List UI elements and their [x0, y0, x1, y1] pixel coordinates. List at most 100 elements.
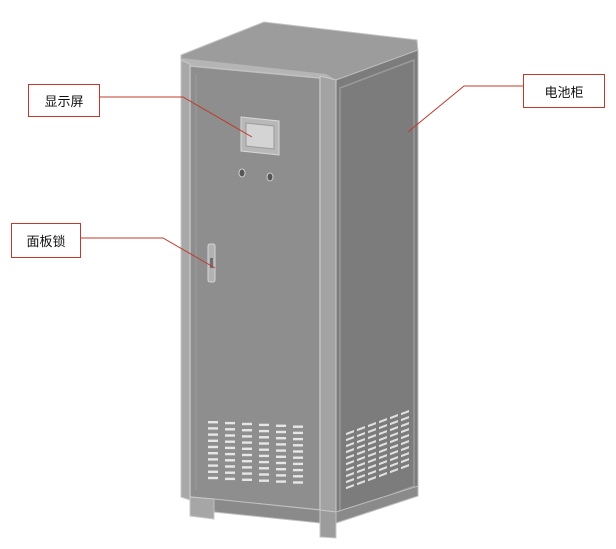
- side-vent-slot: [390, 438, 398, 444]
- front-vent-slot: [293, 437, 303, 441]
- front-vent-slot: [225, 428, 235, 431]
- side-vent-slot: [357, 432, 365, 438]
- cabinet-top-front-edge: [181, 58, 336, 80]
- display-screen-glass: [245, 122, 275, 150]
- side-vent-slot: [368, 434, 376, 440]
- panel-lock-slot: [210, 258, 213, 268]
- side-vent-slot: [357, 444, 365, 450]
- side-vent-slot: [357, 438, 365, 444]
- side-vent-slot: [390, 462, 398, 468]
- leader-line-cabinet: [407, 85, 523, 133]
- front-vent-slot: [259, 454, 269, 458]
- cabinet-base-right-foot: [319, 509, 337, 539]
- side-vent-slot: [368, 452, 376, 458]
- front-vent-slot: [293, 468, 303, 472]
- cabinet-base-side: [335, 485, 419, 524]
- side-vent-slot: [357, 480, 365, 486]
- side-vent-slot: [401, 422, 409, 428]
- side-vent-slot: [379, 460, 387, 466]
- side-vent-slot: [346, 454, 354, 460]
- front-vent-slot: [225, 459, 235, 462]
- front-vent-slot: [276, 424, 286, 427]
- callout-display-screen-text: 显示屏: [44, 95, 84, 110]
- front-vent-slot: [208, 433, 218, 436]
- front-vent-slot: [225, 452, 235, 456]
- indicator-left: [238, 168, 246, 178]
- front-vent-slot: [242, 466, 252, 469]
- front-vent-slot: [242, 472, 252, 475]
- front-vent-slot: [242, 453, 252, 457]
- front-vent-slot: [225, 471, 235, 474]
- front-vent-slot: [293, 431, 303, 435]
- side-vent-slot: [379, 418, 387, 424]
- cabinet-corner-post: [319, 75, 337, 538]
- front-vent-slot: [208, 476, 218, 480]
- front-vent-slot: [293, 456, 303, 459]
- side-vent-slot: [368, 476, 376, 482]
- side-vent-slot: [357, 468, 365, 474]
- front-vent-slot: [293, 450, 303, 453]
- side-vent-slot: [401, 446, 409, 452]
- leader-line-display: [100, 96, 253, 138]
- side-vent-slot: [357, 474, 365, 480]
- callout-battery-cabinet: 电池柜: [523, 74, 605, 108]
- front-vent-slot: [293, 481, 303, 484]
- front-vent-slot: [276, 449, 286, 452]
- front-vent-slot: [259, 467, 269, 470]
- side-vent-slot: [346, 478, 354, 484]
- front-vent-grille: [208, 421, 303, 484]
- front-vent-slot: [276, 437, 286, 440]
- side-vent-slot: [357, 456, 365, 462]
- side-vent-slot: [368, 428, 376, 434]
- side-vent-slot: [379, 424, 387, 430]
- indicator-right: [266, 172, 274, 182]
- side-vent-slot: [390, 444, 398, 450]
- side-vent-slot: [346, 466, 354, 472]
- side-vent-slot: [401, 416, 409, 422]
- front-vent-slot: [225, 446, 235, 450]
- side-vent-slot: [357, 450, 365, 456]
- front-vent-slot: [259, 479, 269, 482]
- callout-panel-lock: 面板锁: [11, 223, 81, 258]
- front-vent-slot: [242, 441, 252, 444]
- side-vent-slot: [357, 462, 365, 468]
- front-vent-slot: [208, 445, 218, 449]
- side-vent-slot: [390, 450, 398, 456]
- front-vent-slot: [225, 421, 235, 425]
- side-vent-slot: [368, 446, 376, 452]
- side-vent-slot: [401, 458, 409, 464]
- cabinet-base-left-foot: [189, 496, 215, 520]
- front-vent-slot: [276, 455, 286, 458]
- front-vent-slot: [208, 421, 218, 424]
- side-vent-slot: [368, 470, 376, 476]
- side-vent-slot: [379, 448, 387, 454]
- front-vent-slot: [293, 475, 303, 478]
- front-vent-slot: [259, 473, 269, 476]
- side-vent-slot: [379, 436, 387, 442]
- front-vent-slot: [259, 436, 269, 439]
- side-vent-slot: [379, 454, 387, 460]
- front-vent-slot: [242, 422, 252, 426]
- front-vent-slot: [242, 429, 252, 432]
- side-vent-slot: [346, 448, 354, 454]
- side-vent-slot: [346, 436, 354, 442]
- side-vent-grille: [346, 410, 409, 490]
- front-vent-slot: [259, 442, 269, 445]
- front-vent-slot: [225, 434, 235, 437]
- front-vent-slot: [276, 474, 286, 477]
- front-vent-slot: [276, 443, 286, 446]
- side-vent-slot: [401, 428, 409, 434]
- callout-panel-lock-text: 面板锁: [26, 235, 66, 250]
- front-vent-slot: [259, 460, 269, 464]
- side-vent-slot: [401, 434, 409, 440]
- callout-display-screen: 显示屏: [28, 84, 100, 117]
- side-vent-slot: [357, 426, 365, 432]
- side-vent-slot: [401, 440, 409, 446]
- front-vent-slot: [208, 470, 218, 473]
- front-vent-slot: [293, 425, 303, 428]
- front-vent-slot: [242, 460, 252, 463]
- side-vent-slot: [390, 456, 398, 462]
- side-vent-slot: [368, 422, 376, 428]
- front-vent-slot: [208, 439, 218, 442]
- side-vent-slot: [368, 440, 376, 446]
